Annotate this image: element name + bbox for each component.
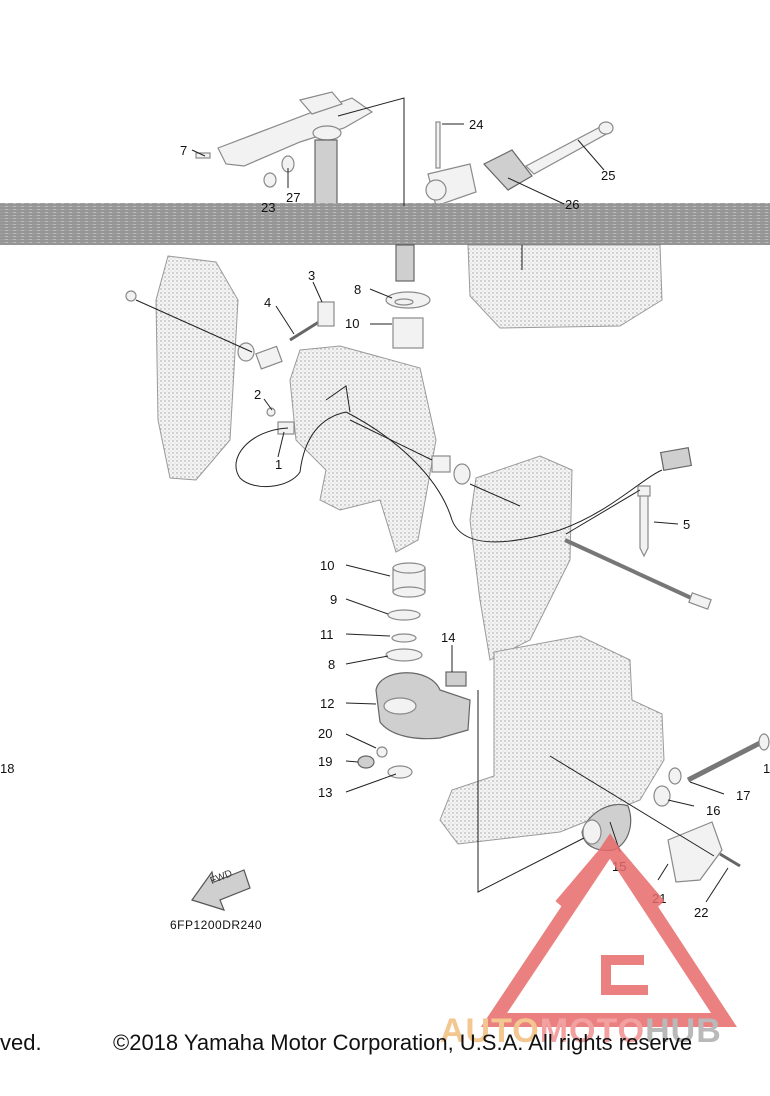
swivel-bracket <box>289 345 437 553</box>
watermark-part-auto: AUTO <box>440 1012 540 1050</box>
callout-label: 20 <box>318 726 332 741</box>
drive-shaft-stub <box>395 244 415 282</box>
callout-label: 9 <box>330 592 337 607</box>
copyright-left: ved. <box>0 1030 42 1055</box>
callout-label: 12 <box>320 696 334 711</box>
callout-label: 1 <box>763 761 770 776</box>
callout-label: 8 <box>328 657 335 672</box>
steering-bracket <box>195 91 374 207</box>
callout-label: 4 <box>264 295 271 310</box>
right-clamp-bracket <box>469 455 573 661</box>
callout-label: 2 <box>254 387 261 402</box>
watermark-logo-icon <box>480 833 737 1027</box>
upper-casing <box>467 244 663 329</box>
copyright-text: ©2018 Yamaha Motor Corporation, U.S.A. A… <box>113 1030 693 1055</box>
callout-label: 27 <box>286 190 300 205</box>
callout-label: 14 <box>441 630 455 645</box>
break-band <box>0 203 770 245</box>
callout-label: 24 <box>469 117 483 132</box>
watermark-text: AUTOMOTOHUB <box>440 1012 722 1051</box>
misc-parts <box>125 290 770 883</box>
top-right-parts <box>425 121 614 207</box>
callout-label: 8 <box>354 282 361 297</box>
callout-label: 22 <box>694 905 708 920</box>
callout-label: 10 <box>345 316 359 331</box>
callout-label: 11 <box>320 627 334 642</box>
fwd-arrow-icon <box>191 869 251 911</box>
callout-label: 7 <box>180 143 187 158</box>
drawing-code: 6FP1200DR240 <box>170 918 263 932</box>
watermark-part-hub: HUB <box>645 1012 722 1050</box>
callout-label: 13 <box>318 785 332 800</box>
lower-casing <box>439 635 665 845</box>
callout-label: 23 <box>261 200 275 215</box>
callout-label: 16 <box>706 803 720 818</box>
left-mount-bracket <box>155 255 239 481</box>
callout-label: 25 <box>601 168 615 183</box>
callout-label: 17 <box>736 788 750 803</box>
callout-label: 18 <box>0 761 14 776</box>
callout-label: 19 <box>318 754 332 769</box>
callout-label: 10 <box>320 558 334 573</box>
callout-label: 3 <box>308 268 315 283</box>
callout-label: 26 <box>565 197 579 212</box>
callout-label: 1 <box>275 457 282 472</box>
callout-label: 5 <box>683 517 690 532</box>
watermark-part-moto: MOTO <box>539 1012 646 1050</box>
